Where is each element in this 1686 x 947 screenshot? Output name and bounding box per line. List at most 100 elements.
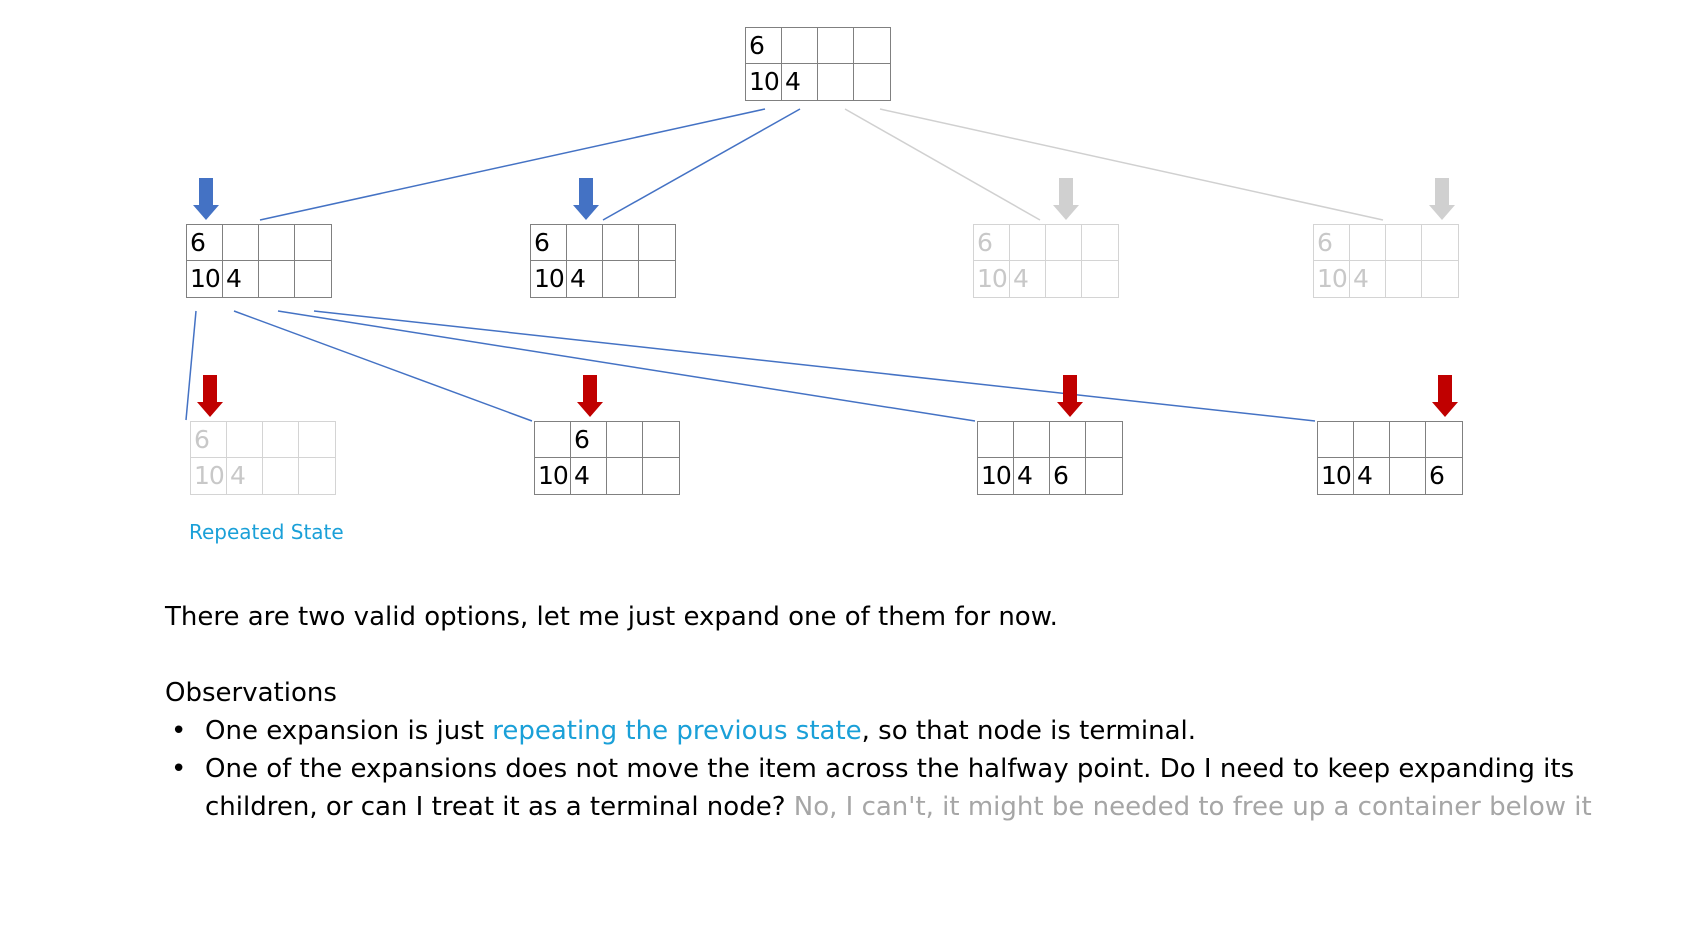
node-cell: 4 — [782, 64, 818, 100]
node-cell: 4 — [1350, 261, 1386, 297]
edge-root-l1b — [602, 108, 801, 221]
node-cell: 4 — [567, 261, 603, 297]
node-cell: 4 — [223, 261, 259, 297]
edge-l1a-l2d — [313, 310, 1316, 422]
node-cell: 4 — [227, 458, 263, 494]
node-cell — [1422, 261, 1458, 297]
node-cell — [1318, 422, 1354, 458]
node-cell — [259, 225, 295, 261]
node-cell — [643, 458, 679, 494]
node-cell — [295, 225, 331, 261]
node-cell — [978, 422, 1014, 458]
intro-text: There are two valid options, let me just… — [165, 602, 1058, 632]
edge-l1a-l2a — [185, 310, 197, 421]
node-cell — [263, 422, 299, 458]
node-cell — [1422, 225, 1458, 261]
node-cell — [1046, 225, 1082, 261]
node-cell — [818, 64, 854, 100]
node-cell — [567, 225, 603, 261]
node-cell — [854, 64, 890, 100]
node-cell — [1082, 225, 1118, 261]
node-cell: 10 — [191, 458, 227, 494]
down-arrow-red-icon — [1057, 375, 1083, 417]
node-cell — [1390, 422, 1426, 458]
node-cell — [299, 458, 335, 494]
node-cell — [1354, 422, 1390, 458]
node-cell — [227, 422, 263, 458]
observation-answer: No, I can't, it might be needed to free … — [793, 792, 1592, 822]
node-cell: 6 — [187, 225, 223, 261]
node-cell — [1082, 261, 1118, 297]
down-arrow-gray-icon — [1053, 178, 1079, 220]
node-cell — [1046, 261, 1082, 297]
down-arrow-red-icon — [197, 375, 223, 417]
node-cell — [263, 458, 299, 494]
node-cell — [854, 28, 890, 64]
node-cell: 4 — [1354, 458, 1390, 494]
node-cell — [603, 261, 639, 297]
node-cell: 6 — [191, 422, 227, 458]
node-cell: 6 — [531, 225, 567, 261]
down-arrow-red-icon — [577, 375, 603, 417]
node-cell: 6 — [746, 28, 782, 64]
node-cell — [1010, 225, 1046, 261]
node-cell: 10 — [974, 261, 1010, 297]
node-cell — [223, 225, 259, 261]
edge-root-l1d — [879, 108, 1384, 221]
node-cell: 10 — [187, 261, 223, 297]
edge-l1a-l2c — [277, 310, 976, 422]
node-cell: 6 — [1050, 458, 1086, 494]
observation-item-2: One of the expansions does not move the … — [165, 750, 1645, 826]
node-cell — [1086, 458, 1122, 494]
node-cell — [1386, 261, 1422, 297]
edge-root-l1c — [844, 108, 1041, 221]
down-arrow-blue-icon — [193, 178, 219, 220]
node-cell — [1386, 225, 1422, 261]
node-cell: 4 — [1010, 261, 1046, 297]
node-cell: 6 — [974, 225, 1010, 261]
node-cell — [1014, 422, 1050, 458]
observation-item-1: One expansion is just repeating the prev… — [165, 712, 1645, 750]
node-cell: 10 — [746, 64, 782, 100]
node-cell — [1050, 422, 1086, 458]
down-arrow-red-icon — [1432, 375, 1458, 417]
node-cell: 6 — [1314, 225, 1350, 261]
node-cell — [1086, 422, 1122, 458]
node-cell: 10 — [535, 458, 571, 494]
node-cell — [639, 225, 675, 261]
node-cell — [782, 28, 818, 64]
node-cell: 6 — [1429, 461, 1445, 490]
node-cell — [299, 422, 335, 458]
node-cell — [639, 261, 675, 297]
node-cell: 4 — [571, 458, 607, 494]
node-cell — [1350, 225, 1386, 261]
observations-title: Observations — [165, 678, 337, 708]
node-cell — [607, 458, 643, 494]
node-cell: 4 — [1014, 458, 1050, 494]
node-cell — [607, 422, 643, 458]
node-cell — [1426, 422, 1462, 458]
observations-list: One expansion is just repeating the prev… — [165, 712, 1645, 826]
node-cell — [259, 261, 295, 297]
node-cell — [295, 261, 331, 297]
node-cell: 10 — [531, 261, 567, 297]
node-cell — [1390, 458, 1426, 494]
repeated-state-highlight: repeating the previous state — [492, 716, 862, 746]
node-cell — [818, 28, 854, 64]
node-cell: 10 — [1314, 261, 1350, 297]
edge-root-l1a — [259, 108, 766, 221]
node-cell — [535, 422, 571, 458]
node-cell — [603, 225, 639, 261]
node-cell: 6 — [571, 422, 607, 458]
